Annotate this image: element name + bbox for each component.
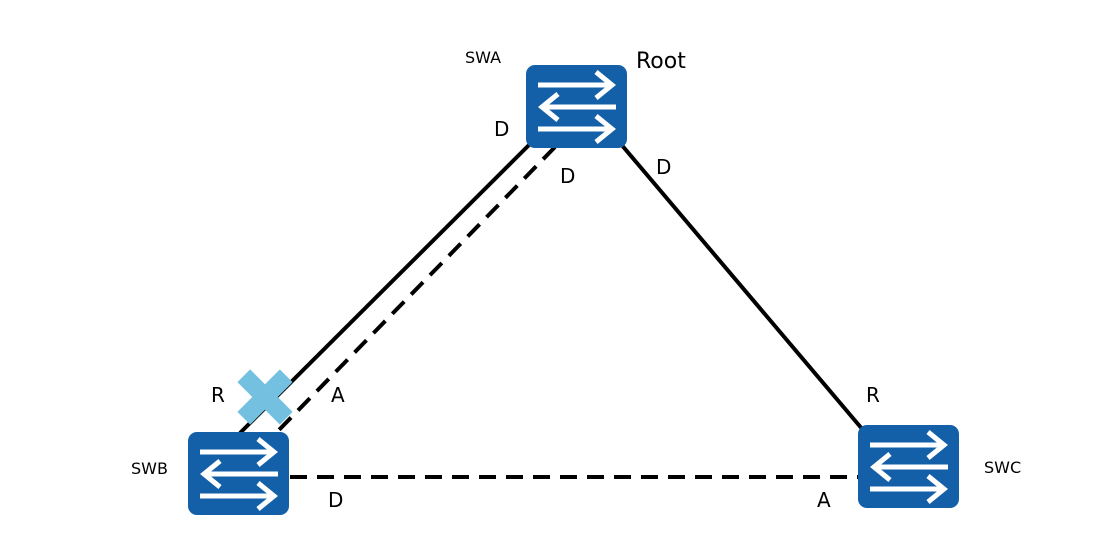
blocked-port-x-icon xyxy=(237,369,293,425)
swc-switch-icon xyxy=(858,425,959,508)
port-role-swa-swc: D xyxy=(656,155,672,179)
link-swa-swc xyxy=(618,141,865,432)
port-role-swc-swa: R xyxy=(866,383,880,407)
swb-label: SWB xyxy=(131,459,168,478)
port-role-swa-swb-dashed: D xyxy=(560,164,576,188)
port-role-swb-swa-solid: R xyxy=(211,383,225,407)
port-role-swb-swa-dashed: A xyxy=(331,383,345,407)
swa-label: SWA xyxy=(465,48,502,67)
port-role-swc-swb: A xyxy=(817,488,831,512)
port-role-swa-swb-solid: D xyxy=(494,117,510,141)
port-role-swb-swc: D xyxy=(328,488,344,512)
link-swa-swb-dashed xyxy=(274,145,557,435)
swb-switch-icon xyxy=(188,432,289,515)
root-label: Root xyxy=(636,49,686,74)
swa-switch-icon xyxy=(526,65,627,148)
swc-label: SWC xyxy=(984,458,1022,477)
